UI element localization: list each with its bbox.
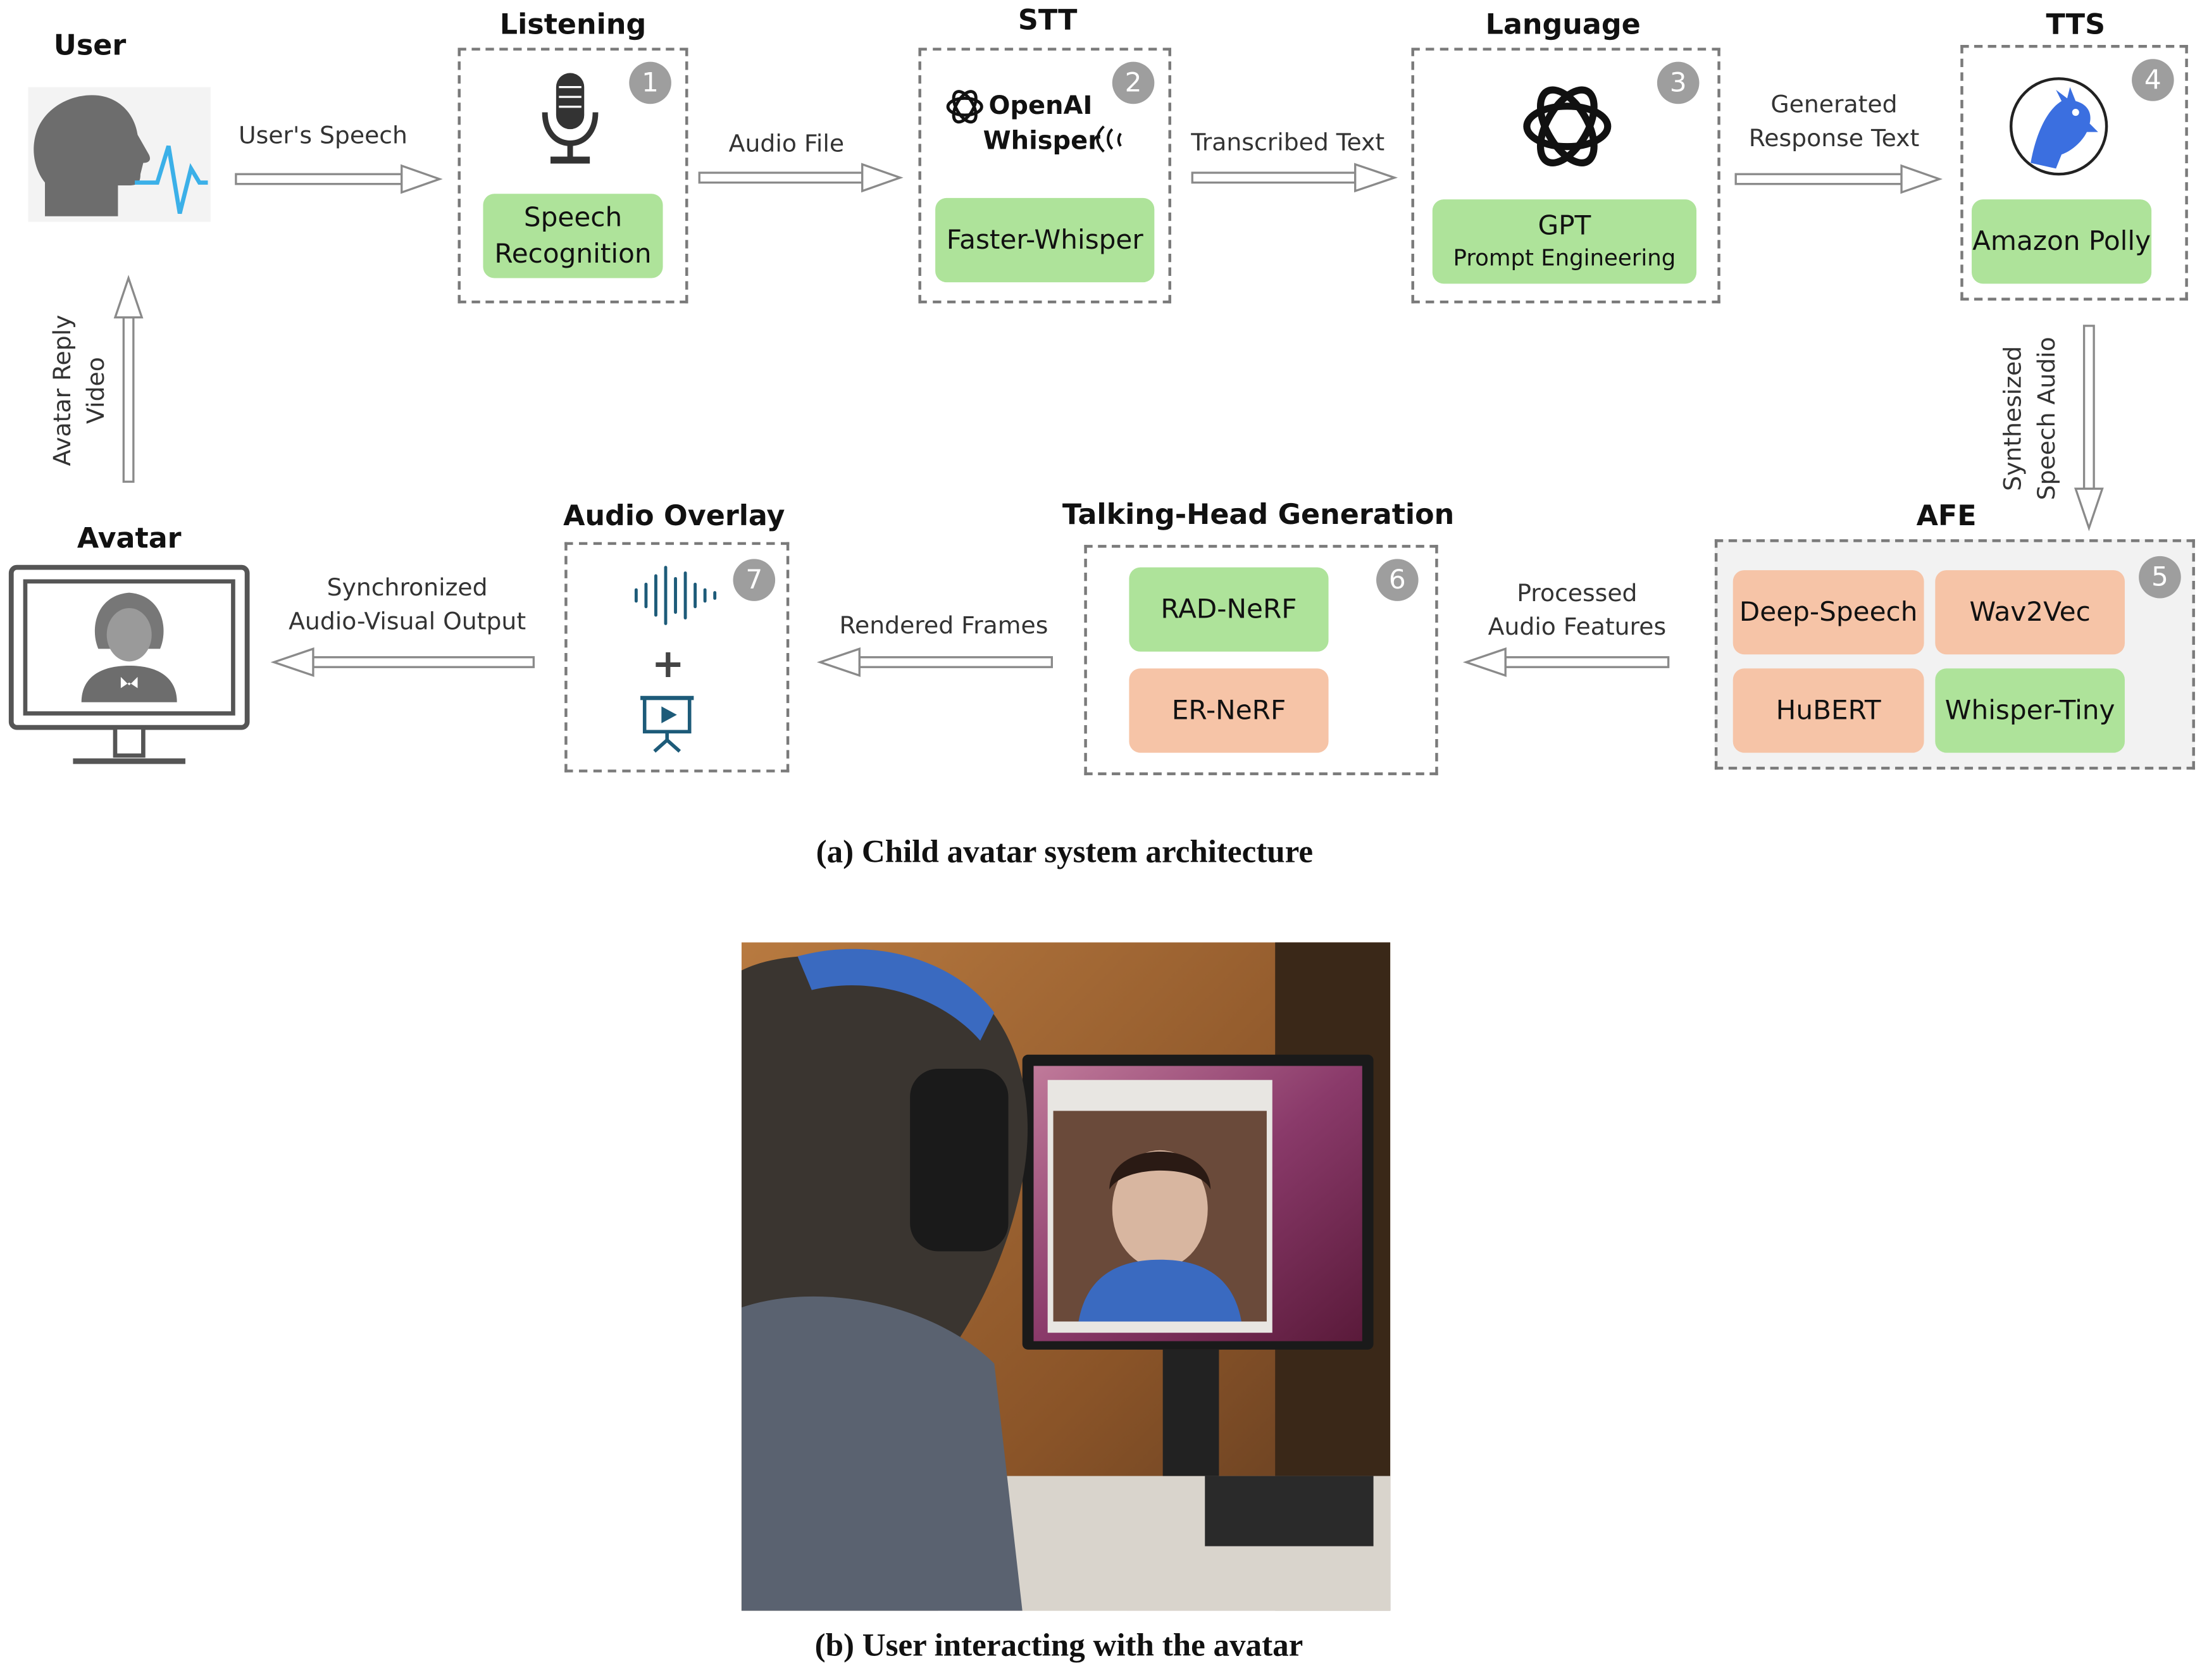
overlay-plus-sign: + bbox=[651, 640, 685, 687]
users-speech-label: User's Speech bbox=[238, 122, 407, 151]
speech-recognition-pill: Speech Recognition bbox=[483, 194, 663, 278]
caption-b: (b) User interacting with the avatar bbox=[814, 1627, 1303, 1663]
audio-overlay-title: Audio Overlay bbox=[563, 498, 785, 533]
user-avatar-photo bbox=[741, 942, 1391, 1611]
avatar-reply-line2: Video bbox=[82, 357, 111, 424]
language-step-badge: 3 bbox=[1657, 61, 1700, 104]
transcribed-text-label: Transcribed Text bbox=[1191, 129, 1385, 158]
whisper-tiny-pill: Whisper-Tiny bbox=[1935, 668, 2125, 753]
generated-response-line1: Generated bbox=[1770, 91, 1898, 120]
video-presentation-icon bbox=[640, 695, 694, 753]
avatar-reply-line1: Avatar Reply bbox=[49, 314, 78, 466]
listening-title: Listening bbox=[499, 7, 647, 41]
arrow-language-to-tts bbox=[1734, 164, 1943, 194]
head-speaking-icon bbox=[28, 87, 211, 222]
rendered-frames-label: Rendered Frames bbox=[839, 612, 1048, 641]
amazon-polly-pill: Amazon Polly bbox=[1972, 199, 2152, 284]
talking-head-box bbox=[1084, 545, 1438, 776]
synchronized-output-label: Synchronized Audio-Visual Output bbox=[289, 571, 526, 639]
arrow-avatar-to-user bbox=[113, 275, 144, 483]
whisper-wordmark: Whisper bbox=[983, 126, 1100, 156]
prompt-engineering-label: Prompt Engineering bbox=[1453, 244, 1676, 271]
processed-features-line2: Audio Features bbox=[1488, 613, 1667, 642]
openai-wordmark: OpenAI bbox=[988, 91, 1093, 121]
gpt-pill: GPT Prompt Engineering bbox=[1432, 199, 1697, 284]
listening-box bbox=[457, 47, 688, 304]
soundwave-icon bbox=[634, 566, 717, 625]
deep-speech-pill: Deep-Speech bbox=[1732, 570, 1924, 655]
wav2vec-pill: Wav2Vec bbox=[1935, 570, 2125, 655]
talking-head-step-badge: 6 bbox=[1376, 559, 1419, 601]
synchronized-output-line1: Synchronized bbox=[327, 574, 488, 603]
hubert-pill: HuBERT bbox=[1732, 668, 1924, 753]
stt-title: STT bbox=[1017, 3, 1078, 37]
afe-title: AFE bbox=[1916, 498, 1977, 533]
audio-overlay-box bbox=[564, 542, 790, 773]
processed-features-line1: Processed bbox=[1517, 580, 1638, 609]
arrow-user-to-listening bbox=[235, 164, 443, 194]
language-box bbox=[1411, 47, 1720, 304]
synthesized-speech-line1: Synthesized bbox=[2000, 345, 2028, 491]
synthesized-speech-label: Synthesized Speech Audio bbox=[1997, 337, 2065, 500]
openai-logo-icon bbox=[946, 90, 983, 124]
arrow-afe-to-talking-head bbox=[1462, 647, 1670, 677]
caption-a: (a) Child avatar system architecture bbox=[816, 834, 1314, 869]
generated-response-label: Generated Response Text bbox=[1749, 89, 1920, 156]
tts-title: TTS bbox=[2046, 7, 2106, 41]
synthesized-speech-line2: Speech Audio bbox=[2033, 337, 2062, 501]
arrow-overlay-to-avatar bbox=[270, 647, 535, 677]
gpt-label: GPT bbox=[1538, 210, 1591, 242]
audio-overlay-step-badge: 7 bbox=[733, 559, 776, 601]
processed-features-label: Processed Audio Features bbox=[1488, 577, 1666, 645]
user-title: User bbox=[53, 28, 127, 62]
language-title: Language bbox=[1485, 7, 1641, 41]
generated-response-line2: Response Text bbox=[1748, 125, 1920, 153]
polly-parrot-icon bbox=[2009, 77, 2108, 176]
monitor-avatar-icon bbox=[8, 564, 250, 764]
tts-box bbox=[1960, 45, 2188, 301]
stt-box bbox=[918, 47, 1171, 304]
audio-file-label: Audio File bbox=[728, 130, 845, 159]
chatgpt-logo-icon bbox=[1523, 86, 1612, 166]
avatar-reply-label: Avatar Reply Video bbox=[46, 315, 114, 466]
stt-step-badge: 2 bbox=[1112, 61, 1155, 104]
talking-head-title: Talking-Head Generation bbox=[1062, 497, 1455, 531]
arrow-tts-to-afe bbox=[2074, 325, 2104, 532]
microphone-icon bbox=[542, 73, 599, 164]
afe-step-badge: 5 bbox=[2139, 556, 2181, 599]
rad-nerf-pill: RAD-NeRF bbox=[1129, 567, 1329, 652]
whisper-wave-icon bbox=[1096, 125, 1122, 153]
arrow-talking-head-to-overlay bbox=[816, 647, 1053, 677]
faster-whisper-pill: Faster-Whisper bbox=[935, 197, 1155, 283]
synchronized-output-line2: Audio-Visual Output bbox=[289, 608, 526, 637]
er-nerf-pill: ER-NeRF bbox=[1129, 668, 1329, 753]
arrow-listening-to-stt bbox=[698, 163, 904, 193]
avatar-title: Avatar bbox=[77, 521, 182, 555]
listening-step-badge: 1 bbox=[629, 61, 671, 104]
tts-step-badge: 4 bbox=[2132, 59, 2174, 101]
arrow-stt-to-language bbox=[1191, 163, 1398, 193]
